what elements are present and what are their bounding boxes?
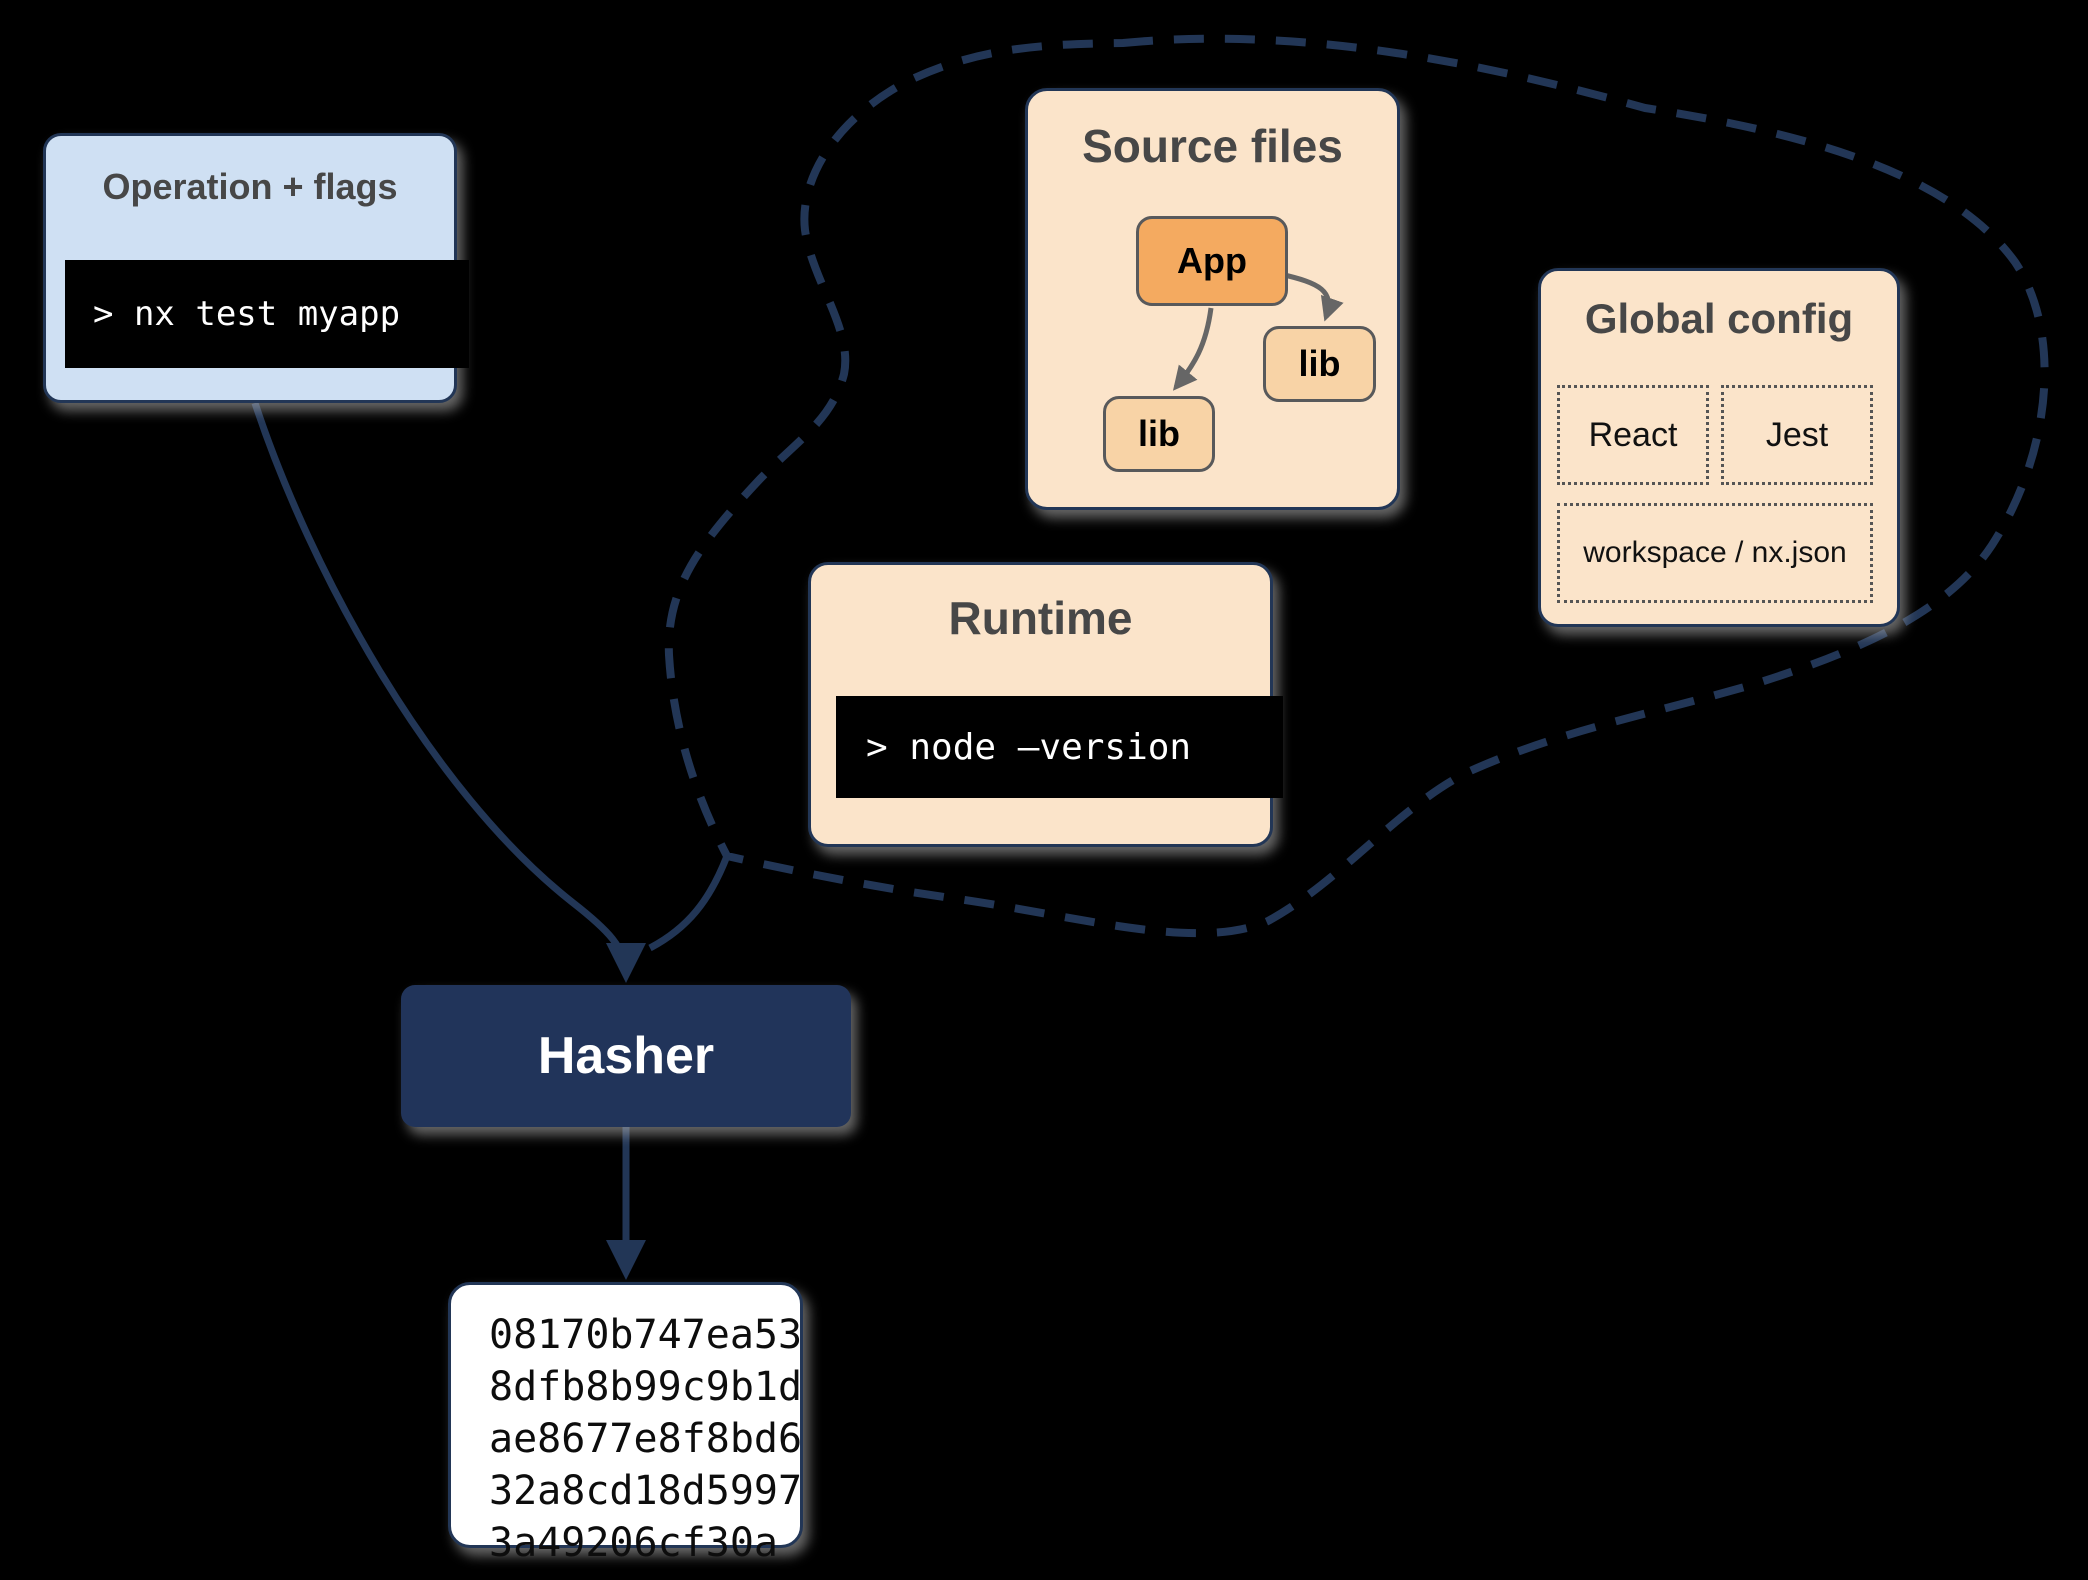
global-config-card: Global config React Jest workspace / nx.… — [1538, 268, 1900, 627]
operation-command-text: > nx test myapp — [93, 294, 401, 334]
runtime-terminal: > node –version — [836, 696, 1283, 798]
lib-node-left-label: lib — [1138, 413, 1180, 454]
operation-title: Operation + flags — [102, 166, 398, 207]
hasher-card: Hasher — [401, 985, 851, 1127]
app-node-label: App — [1177, 240, 1247, 281]
operation-card: Operation + flags > nx test myapp — [43, 133, 469, 403]
hash-line: 08170b747ea53 — [489, 1312, 803, 1358]
runtime-title: Runtime — [948, 592, 1133, 644]
hasher-label: Hasher — [537, 1027, 715, 1085]
hash-line: 32a8cd18d5997 — [489, 1468, 803, 1514]
runtime-card: Runtime > node –version — [808, 562, 1283, 847]
operation-terminal: > nx test myapp — [65, 260, 469, 368]
hash-output-card: 08170b747ea53 8dfb8b99c9b1d ae8677e8f8bd… — [448, 1282, 803, 1566]
source-files-title: Source files — [1082, 120, 1343, 172]
workspace-chip: workspace / nx.json — [1557, 503, 1873, 603]
global-config-title: Global config — [1584, 295, 1854, 342]
jest-chip: Jest — [1721, 385, 1873, 485]
hash-output-lines: 08170b747ea53 8dfb8b99c9b1d ae8677e8f8bd… — [451, 1285, 803, 1569]
jest-chip-label: Jest — [1765, 415, 1829, 454]
hash-line: 3a49206cf30a — [489, 1520, 778, 1566]
app-to-lib-left-edge — [1172, 307, 1214, 391]
app-node: App — [1136, 216, 1288, 306]
hash-line: 8dfb8b99c9b1d — [489, 1364, 803, 1410]
react-chip-label: React — [1588, 415, 1678, 454]
operation-to-hasher-edge — [251, 401, 646, 983]
lib-node-left: lib — [1103, 396, 1215, 472]
react-chip: React — [1557, 385, 1709, 485]
runtime-command-text: > node –version — [866, 726, 1192, 768]
cloud-to-hasher-edge — [648, 854, 731, 952]
hash-line: ae8677e8f8bd6 — [489, 1416, 803, 1462]
workspace-chip-label: workspace / nx.json — [1583, 536, 1847, 569]
source-files-card: Source files App lib lib — [1025, 88, 1400, 510]
lib-node-right: lib — [1263, 326, 1376, 402]
lib-node-right-label: lib — [1298, 343, 1341, 384]
